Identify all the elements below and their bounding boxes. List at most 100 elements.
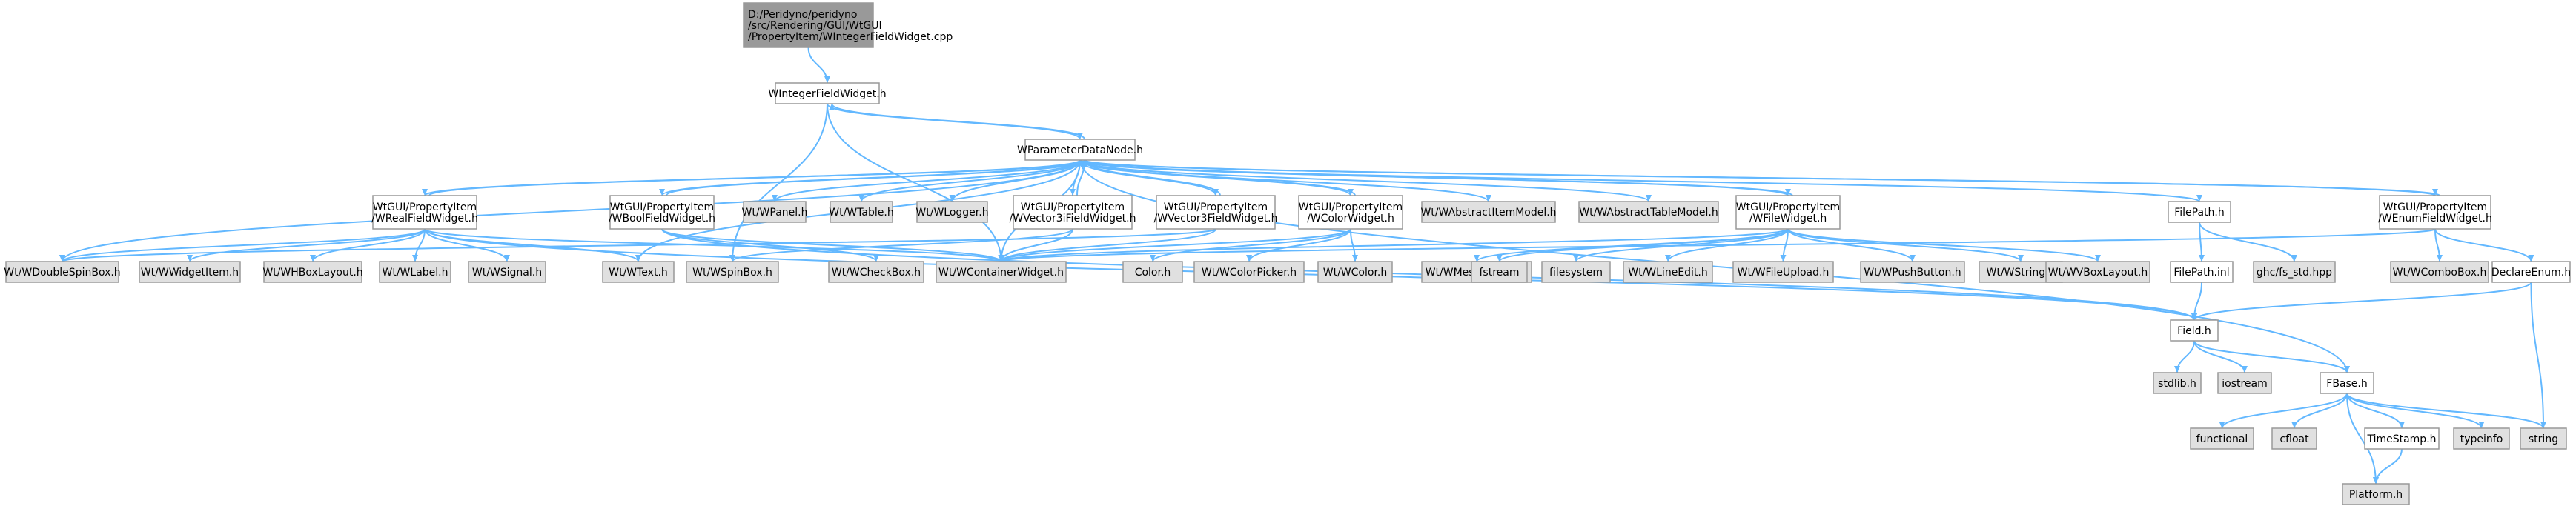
edge-wparameterdatanode-to-wintegerfieldwidget [829,103,1085,140]
node-fstream: fstream [1471,261,1528,283]
edge-fbase-to-timestamp [2346,393,2405,429]
node-label-fstream: fstream [1480,267,1520,279]
node-box-wlineedit [1623,261,1713,283]
edge-fbase-to-typeinfo [2346,393,2485,429]
node-box-wabstracttablemodel [1578,201,1719,223]
node-filesystem: filesystem [1541,261,1611,283]
edge-wvector3fieldwidget-to-wdoublespinbox [59,228,1216,262]
node-label-iostream: iostream [2222,378,2268,390]
edge-wrealfieldwidget-to-wsignal [424,228,510,262]
node-fbase[interactable]: FBase.h [2320,372,2374,394]
node-label-wdoublespinbox: Wt/WDoubleSpinBox.h [4,267,120,279]
node-label-wcontainerwidget: Wt/WContainerWidget.h [938,267,1064,279]
node-box-fstream [1471,261,1528,283]
node-box-wspinbox [686,261,779,283]
node-label-wintegerfieldwidget: WIntegerFieldWidget.h [768,88,886,100]
edge-wboolfieldwidget-to-wparameterdatanode [666,159,1087,196]
node-box-fbase [2320,372,2374,394]
node-box-string [2520,427,2567,450]
edge-wrealfieldwidget-to-wdoublespinbox [59,228,426,262]
node-label-whboxlayout: Wt/WHBoxLayout.h [262,267,362,279]
node-wintegerfieldwidget[interactable]: WIntegerFieldWidget.h [768,82,887,104]
graph-nodes: D:/Peridyno/peridyno/src/Rendering/GUI/W… [4,2,2571,505]
node-label-wboolfieldwidget: WtGUI/PropertyItem [610,202,714,213]
node-label-wenumfieldwidget: WtGUI/PropertyItem [2383,202,2487,213]
node-field_h[interactable]: Field.h [2170,319,2219,342]
node-box-wcolorpicker [1193,261,1305,283]
node-color_h: Color.h [1122,261,1183,283]
node-box-filepath_h [2168,201,2231,223]
edge-wfilewidget-to-wfileupload [1780,228,1789,262]
node-filepath_h[interactable]: FilePath.h [2168,201,2231,223]
node-wtable: Wt/WTable.h [829,201,894,223]
node-root[interactable]: D:/Peridyno/peridyno/src/Rendering/GUI/W… [743,2,953,48]
node-wparameterdatanode[interactable]: WParameterDataNode.h [1017,139,1143,161]
node-box-wwidgetitem [139,261,241,283]
edge-wfilewidget-to-wstring [1787,228,2024,262]
node-box-wabstractitemmodel [1421,201,1556,223]
node-declareenum[interactable]: DeclareEnum.h [2491,261,2571,283]
node-label-wvector3ifieldwidget: WtGUI/PropertyItem [1021,202,1125,213]
node-box-wtext [602,261,675,283]
node-wrealfieldwidget[interactable]: WtGUI/PropertyItem/WRealFieldWidget.h [371,195,478,230]
node-wvector3ifieldwidget[interactable]: WtGUI/PropertyItem/WVector3iFieldWidget.… [1010,195,1136,230]
node-box-iostream [2217,372,2272,394]
node-box-filepath_inl [2170,261,2234,283]
node-label-root: /src/Rendering/GUI/WtGUI [748,20,882,32]
node-timestamp[interactable]: TimeStamp.h [2364,427,2440,450]
edge-wfilewidget-to-wparameterdatanode [1082,159,1793,196]
node-label-filepath_h: FilePath.h [2174,207,2225,219]
node-wcolorwidget[interactable]: WtGUI/PropertyItem/WColorWidget.h [1298,195,1403,230]
node-wpanel: Wt/WPanel.h [742,201,807,223]
node-label-functional: functional [2196,433,2248,445]
edge-wintegerfieldwidget-to-wcontainerwidget [827,103,1004,262]
edge-wfilewidget-to-wcontainerwidget [998,228,1789,262]
node-typeinfo: typeinfo [2453,427,2510,450]
node-label-wboolfieldwidget: /WBoolFieldWidget.h [609,213,715,224]
edge-wrealfieldwidget-to-wlabel [412,228,426,262]
edge-wboolfieldwidget-to-wcheckbox [661,228,879,262]
node-wvector3fieldwidget[interactable]: WtGUI/PropertyItem/WVector3FieldWidget.h [1153,195,1278,230]
node-wcolor: Wt/WColor.h [1317,261,1393,283]
node-box-wsignal [468,261,546,283]
edge-field_h-to-stdlib [2174,340,2195,373]
node-label-wlabel: Wt/WLabel.h [383,267,448,279]
node-wabstracttablemodel: Wt/WAbstractTableModel.h [1578,201,1719,223]
node-box-whboxlayout [263,261,362,283]
node-wcolorpicker: Wt/WColorPicker.h [1193,261,1305,283]
node-box-field_h [2170,319,2219,342]
node-filepath_inl[interactable]: FilePath.inl [2170,261,2234,283]
node-label-wlogger: Wt/WLogger.h [915,207,988,219]
node-whboxlayout: Wt/WHBoxLayout.h [262,261,363,283]
node-label-wspinbox: Wt/WSpinBox.h [692,267,772,279]
node-label-wstring: Wt/WString.h [1987,267,2056,279]
node-wvboxlayout: Wt/WVBoxLayout.h [2045,261,2150,283]
edge-declareenum-to-string [2530,282,2546,429]
node-box-wparameterdatanode [1024,139,1136,161]
node-label-filesystem: filesystem [1549,267,1603,279]
edge-wfilewidget-to-wvboxlayout [1787,228,2101,262]
edge-wparameterdatanode-to-wdoublespinbox [59,159,1081,262]
edge-wvector3fieldwidget-to-wcontainerwidget [998,228,1216,262]
node-label-wenumfieldwidget: /WEnumFieldWidget.h [2378,213,2492,224]
node-wboolfieldwidget[interactable]: WtGUI/PropertyItem/WBoolFieldWidget.h [609,195,715,230]
node-label-wcombobox: Wt/WComboBox.h [2393,267,2487,279]
node-label-color_h: Color.h [1135,267,1171,279]
node-box-wboolfieldwidget [609,195,715,230]
edge-wfilewidget-to-wpushbutton [1787,228,1916,262]
node-wlabel: Wt/WLabel.h [379,261,451,283]
node-box-timestamp [2364,427,2440,450]
edge-field_h-to-fbase [2193,340,2350,373]
edge-wcolorwidget-to-wcolor [1350,228,1358,262]
edge-wcolorwidget-to-wparameterdatanode [1082,159,1356,196]
node-wfilewidget[interactable]: WtGUI/PropertyItem/WFileWidget.h [1735,195,1841,230]
node-wenumfieldwidget[interactable]: WtGUI/PropertyItem/WEnumFieldWidget.h [2378,195,2492,230]
node-iostream: iostream [2217,372,2272,394]
edge-wrealfieldwidget-to-wcontainerwidget [424,228,1004,262]
edge-wenumfieldwidget-to-wparameterdatanode [1082,159,2440,196]
node-label-root: D:/Peridyno/peridyno [748,9,858,21]
edge-wenumfieldwidget-to-declareenum [2434,228,2534,262]
edge-wparameterdatanode-to-wpanel [772,159,1081,202]
edge-timestamp-to-platform [2373,448,2403,485]
